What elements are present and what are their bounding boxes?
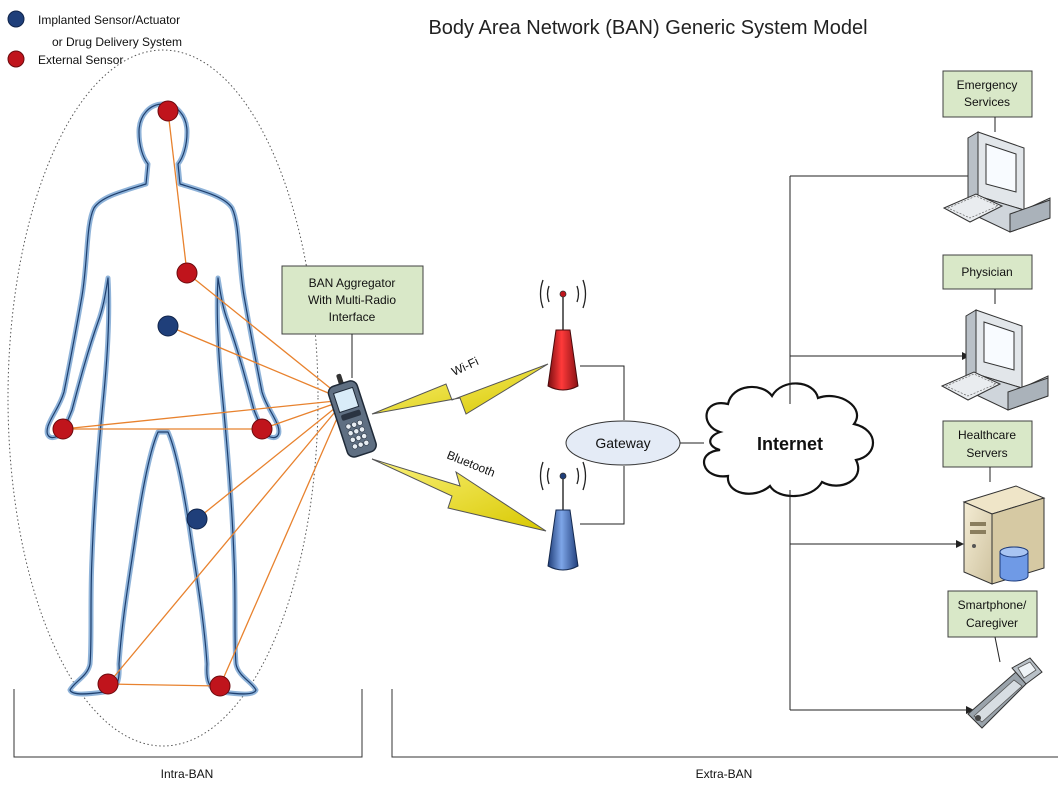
external-sensor-right-foot bbox=[209, 675, 231, 697]
smartphone-label-line2: Caregiver bbox=[966, 616, 1018, 630]
legend-implanted-dot bbox=[7, 10, 25, 28]
physician-box: Physician bbox=[942, 254, 1033, 290]
wifi-access-point-icon bbox=[539, 279, 587, 391]
physician-computer-icon bbox=[940, 309, 1049, 411]
physician-label: Physician bbox=[961, 265, 1012, 279]
bluetooth-label: Bluetooth bbox=[445, 448, 497, 480]
internet-cloud-icon: Internet bbox=[703, 382, 874, 498]
gateway-node: Gateway bbox=[565, 420, 681, 466]
emergency-label-line1: Emergency bbox=[957, 78, 1018, 92]
legend-implanted-label-line2: or Drug Delivery System bbox=[52, 35, 182, 49]
human-body-outline bbox=[44, 101, 282, 697]
healthcare-label-line1: Healthcare bbox=[958, 428, 1016, 442]
internet-label: Internet bbox=[757, 434, 823, 454]
aggregator-label-line2: With Multi-Radio bbox=[308, 293, 396, 307]
intra-ban-label: Intra-BAN bbox=[161, 767, 214, 781]
external-sensor-chest bbox=[176, 262, 198, 284]
external-sensor-left-hand bbox=[52, 418, 74, 440]
emergency-computer-icon bbox=[942, 131, 1051, 233]
smartphone-caregiver-box: Smartphone/ Caregiver bbox=[947, 590, 1038, 638]
sensors bbox=[52, 100, 273, 697]
implanted-sensor-chest bbox=[157, 315, 179, 337]
diagram-title: Body Area Network (BAN) Generic System M… bbox=[428, 17, 867, 39]
legend: Implanted Sensor/Actuator or Drug Delive… bbox=[7, 10, 182, 68]
external-sensor-head bbox=[157, 100, 179, 122]
healthcare-servers-box: Healthcare Servers bbox=[942, 420, 1033, 468]
emergency-services-box: Emergency Services bbox=[942, 70, 1033, 118]
bluetooth-lightning-icon bbox=[371, 458, 547, 532]
emergency-label-line2: Services bbox=[964, 95, 1010, 109]
legend-external-label: External Sensor bbox=[38, 53, 123, 67]
caregiver-phone-icon bbox=[967, 657, 1043, 729]
implanted-sensor-leg bbox=[186, 508, 208, 530]
extra-ban-label: Extra-BAN bbox=[696, 767, 753, 781]
backbone-lines bbox=[789, 175, 970, 711]
legend-external-dot bbox=[7, 50, 25, 68]
aggregator-label-line3: Interface bbox=[329, 310, 376, 324]
healthcare-label-line2: Servers bbox=[966, 446, 1007, 460]
aggregator-label-line1: BAN Aggregator bbox=[309, 276, 396, 290]
aggregator-phone-icon bbox=[327, 373, 377, 458]
extra-ban-bracket bbox=[391, 689, 1058, 758]
healthcare-server-icon bbox=[962, 485, 1046, 585]
intra-ban-bracket bbox=[13, 689, 363, 758]
intra-ban-boundary bbox=[7, 49, 319, 747]
aggregator-box: BAN Aggregator With Multi-Radio Interfac… bbox=[281, 265, 424, 335]
wifi-lightning-icon bbox=[371, 363, 549, 415]
bluetooth-access-point-icon bbox=[539, 461, 587, 571]
external-sensor-right-hand bbox=[251, 418, 273, 440]
wifi-label: Wi-Fi bbox=[449, 354, 480, 379]
legend-implanted-label: Implanted Sensor/Actuator bbox=[38, 13, 180, 27]
external-sensor-left-foot bbox=[97, 673, 119, 695]
smartphone-label-line1: Smartphone/ bbox=[958, 598, 1027, 612]
gateway-label: Gateway bbox=[595, 435, 650, 451]
